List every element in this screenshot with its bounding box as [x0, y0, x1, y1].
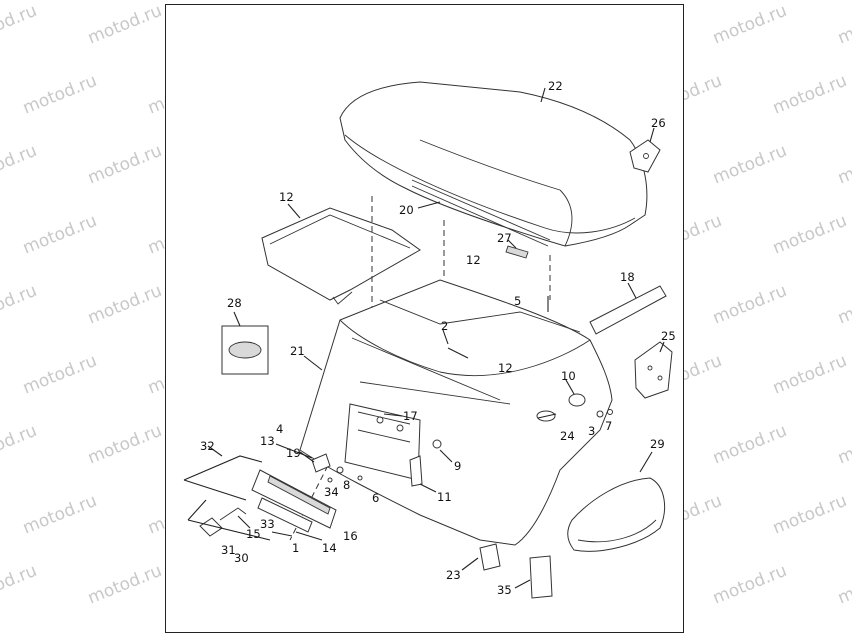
light-assembly-part [251, 469, 337, 533]
part-callout-6: 6 [372, 491, 380, 505]
part-callout-33: 33 [260, 517, 275, 531]
part-callout-32: 32 [200, 439, 215, 453]
lock-cylinder-parts [536, 379, 613, 422]
part-callout-25: 25 [661, 329, 676, 343]
nut-and-latch [409, 439, 453, 493]
part-callout-13: 13 [260, 434, 275, 448]
part-callout-11: 11 [437, 490, 452, 504]
part-callout-34: 34 [324, 485, 339, 499]
mount-bracket-part [634, 341, 673, 399]
part-callout-12: 12 [279, 190, 294, 204]
part-callout-12: 12 [466, 253, 481, 267]
lid-pad-part [567, 451, 666, 552]
key-assembly-part [199, 507, 251, 537]
part-callout-17: 17 [403, 409, 418, 423]
part-callout-18: 18 [620, 270, 635, 284]
warning-decal-part [514, 555, 553, 599]
owners-manual-part [221, 311, 269, 375]
part-callout-28: 28 [227, 296, 242, 310]
lens-bracket-outline [183, 445, 271, 541]
part-callout-2: 2 [441, 319, 449, 333]
part-callout-27: 27 [497, 231, 512, 245]
part-callout-24: 24 [560, 429, 575, 443]
hardware-cluster [275, 443, 363, 483]
part-callout-12: 12 [498, 361, 513, 375]
part-callout-26: 26 [651, 116, 666, 130]
screw-part [442, 329, 469, 359]
part-callout-16: 16 [343, 529, 358, 543]
screws-1-14 [271, 531, 323, 541]
part-callout-19: 19 [286, 446, 301, 460]
part-callout-9: 9 [454, 459, 462, 473]
part-callout-23: 23 [446, 568, 461, 582]
part-callout-10: 10 [561, 369, 576, 383]
liner-tray-part [261, 203, 421, 305]
part-callout-1: 1 [292, 541, 300, 555]
part-callout-4: 4 [276, 422, 284, 436]
part-callout-20: 20 [399, 203, 414, 217]
hinge-part [461, 543, 501, 571]
part-callout-14: 14 [322, 541, 337, 555]
part-callout-15: 15 [246, 527, 261, 541]
hinge-plate-part [629, 127, 661, 173]
part-callout-21: 21 [290, 344, 305, 358]
part-callout-31: 31 [221, 543, 236, 557]
part-callout-30: 30 [234, 551, 249, 565]
part-callout-8: 8 [343, 478, 351, 492]
part-callout-35: 35 [497, 583, 512, 597]
tour-pak-body-part [299, 279, 613, 546]
part-callout-29: 29 [650, 437, 665, 451]
weatherstrip-part [589, 282, 667, 335]
part-callout-5: 5 [514, 294, 522, 308]
lid-part [339, 81, 648, 247]
part-callout-7: 7 [605, 419, 613, 433]
part-callout-3: 3 [588, 424, 596, 438]
lid-liner-part [411, 179, 551, 259]
part-callout-22: 22 [548, 79, 563, 93]
